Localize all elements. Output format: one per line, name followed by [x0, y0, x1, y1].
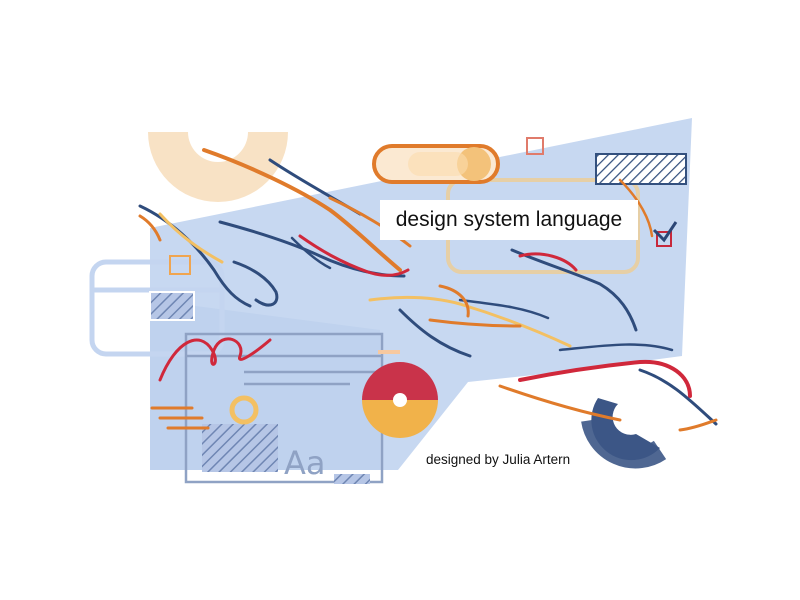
scribble-lines — [138, 178, 654, 382]
illustration-credit: designed by Julia Artern — [426, 452, 571, 467]
top-right-hatched-banner — [595, 153, 687, 185]
right-hand-drawing — [368, 248, 718, 432]
illustration-title: design system language — [380, 200, 638, 240]
half-circle-icon — [148, 132, 288, 202]
checkbox-empty-icon — [526, 137, 544, 155]
card-orange-square — [169, 255, 191, 275]
window-card-icon — [89, 259, 225, 357]
navy-half-ring-icon-2 — [581, 417, 667, 469]
card-hatched-image — [149, 291, 195, 321]
left-hand-drawing — [138, 148, 412, 308]
orange-lines — [150, 406, 210, 430]
doc-hatched-image — [202, 424, 278, 472]
disc-icon — [362, 362, 438, 438]
type-sample-text: Aa — [284, 444, 326, 482]
toggle-switch-icon — [372, 144, 500, 184]
ring-icon — [229, 395, 259, 425]
doc-small-hatch — [334, 474, 370, 484]
checkbox-checked-icon — [652, 221, 678, 247]
